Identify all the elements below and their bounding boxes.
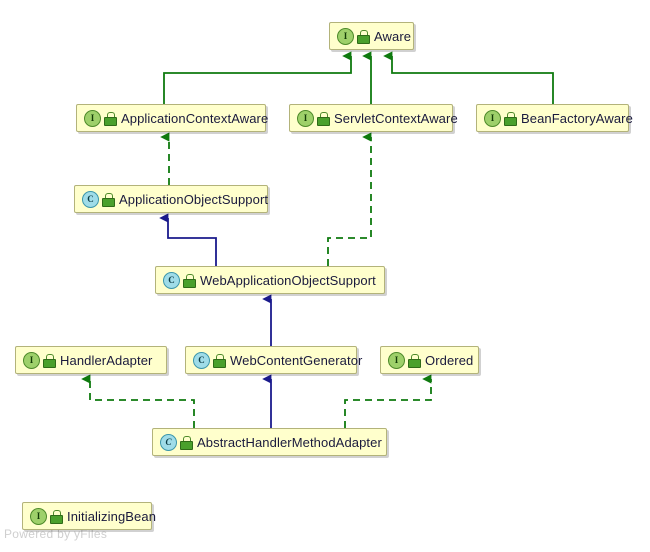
lock-icon	[408, 354, 421, 368]
class-node-label: Aware	[374, 28, 412, 44]
lock-icon	[102, 193, 115, 207]
lock-icon	[213, 354, 226, 368]
class-node-label: ServletContextAware	[334, 110, 458, 126]
lock-icon	[504, 112, 517, 126]
lock-icon	[183, 274, 196, 288]
edge-abstracthma-to-ordered	[344, 374, 432, 428]
class-icon: C	[193, 351, 210, 369]
class-node-ordered[interactable]: I Ordered	[380, 346, 479, 374]
edge-appctxaware-to-aware	[163, 51, 352, 104]
class-node-aware[interactable]: I Aware	[329, 22, 414, 50]
edge-abstracthma-to-handleradapter	[81, 374, 195, 428]
class-node-label: WebContentGenerator	[230, 352, 363, 368]
class-node-label: InitializingBean	[67, 508, 157, 524]
lock-icon	[357, 30, 370, 44]
edge-webappobjsupport-to-appobjsupport	[159, 213, 217, 266]
class-node-webapplicationobjectsupport[interactable]: C WebApplicationObjectSupport	[155, 266, 385, 294]
interface-icon: I	[30, 507, 47, 525]
class-node-label: BeanFactoryAware	[521, 110, 633, 126]
class-node-servletcontextaware[interactable]: I ServletContextAware	[289, 104, 458, 132]
lock-icon	[104, 112, 117, 126]
class-node-applicationobjectsupport[interactable]: C ApplicationObjectSupport	[74, 185, 268, 213]
class-node-label: Ordered	[425, 352, 474, 368]
class-node-label: WebApplicationObjectSupport	[200, 272, 376, 288]
class-node-label: ApplicationObjectSupport	[119, 191, 269, 207]
lock-icon	[43, 354, 56, 368]
interface-icon: I	[337, 27, 354, 45]
class-node-initializingbean[interactable]: I InitializingBean	[22, 502, 156, 530]
lock-icon	[317, 112, 330, 126]
class-node-handleradapter[interactable]: I HandlerAdapter	[15, 346, 167, 374]
class-node-label: HandlerAdapter	[60, 352, 153, 368]
class-node-webcontentgenerator[interactable]: C WebContentGenerator	[185, 346, 362, 374]
class-node-label: AbstractHandlerMethodAdapter	[197, 434, 382, 450]
interface-icon: I	[297, 109, 314, 127]
class-node-abstracthandlermethodadapter[interactable]: C AbstractHandlerMethodAdapter	[152, 428, 387, 456]
interface-icon: I	[484, 109, 501, 127]
lock-icon	[50, 510, 63, 524]
class-icon: C	[82, 190, 99, 208]
yfiles-watermark: Powered by yFiles	[4, 527, 108, 541]
lock-icon	[180, 436, 193, 450]
interface-icon: I	[84, 109, 101, 127]
class-icon: C	[163, 271, 180, 289]
interface-icon: I	[388, 351, 405, 369]
class-node-beanfactoryaware[interactable]: I BeanFactoryAware	[476, 104, 633, 132]
abstract-class-icon: C	[160, 433, 177, 451]
class-node-applicationcontextaware[interactable]: I ApplicationContextAware	[76, 104, 269, 132]
edge-beanfactoryaware-to-aware	[383, 51, 554, 104]
edge-webappobjsupport-to-servletctxaware	[327, 132, 372, 266]
class-node-label: ApplicationContextAware	[121, 110, 269, 126]
interface-icon: I	[23, 351, 40, 369]
